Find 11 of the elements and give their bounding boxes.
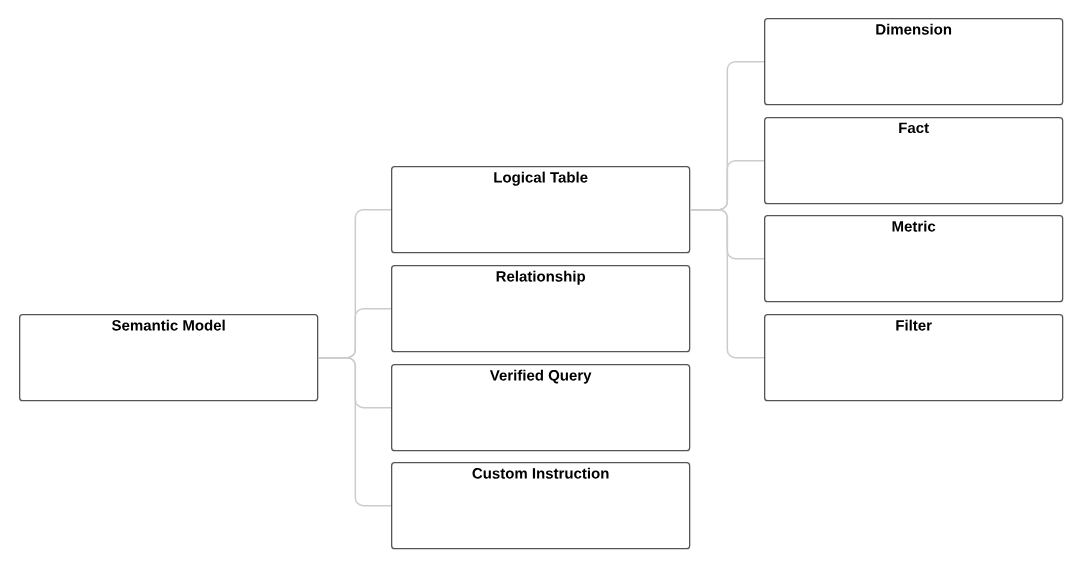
concept-box: Verified Query	[391, 364, 691, 452]
concept-box: Metric	[764, 215, 1064, 303]
concept-box: Logical Table	[391, 166, 691, 254]
concept-box: Semantic Model	[19, 314, 319, 402]
concept-box: Custom Instruction	[391, 462, 691, 550]
concept-box: Fact	[764, 117, 1064, 205]
concept-box: Relationship	[391, 265, 691, 353]
concept-box: Filter	[764, 314, 1064, 402]
connector	[689, 208, 765, 359]
connector	[317, 356, 392, 507]
concept-box: Dimension	[764, 18, 1064, 106]
